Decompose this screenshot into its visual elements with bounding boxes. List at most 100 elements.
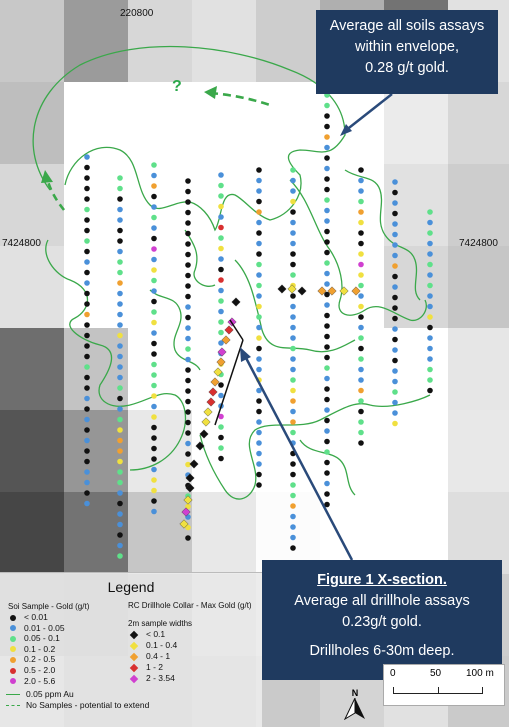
soil-sample-dot [290, 492, 296, 499]
soil-sample-dot [84, 248, 90, 255]
soil-sample-dot [84, 196, 90, 202]
soil-sample-dot [117, 238, 123, 244]
soil-sample-dot [324, 113, 330, 119]
scale-label-mid: 50 [430, 668, 442, 679]
soil-sample-dot [151, 183, 157, 189]
soil-sample-dot [290, 230, 296, 236]
soil-sample-dot [427, 219, 433, 226]
legend-item: No Samples - potential to extend [6, 700, 149, 711]
drillhole-collar [201, 417, 211, 427]
soil-sample-dot [324, 501, 330, 508]
soil-sample-dot [218, 455, 224, 462]
soil-sample-dot [324, 354, 330, 361]
legend-swatch-dot [10, 667, 16, 674]
soil-sample-dot [358, 345, 364, 352]
soil-sample-dot [151, 445, 157, 452]
figure-link[interactable]: Figure 1 X-section. [317, 572, 447, 588]
drillhole-collar [208, 387, 218, 397]
legend-item-label: 0.05 - 0.1 [24, 633, 60, 644]
soil-sample-dot [324, 291, 330, 298]
no-samples-arrowhead [41, 170, 53, 183]
soil-sample-dot [427, 314, 433, 320]
legend-swatch-dot [10, 635, 16, 642]
soil-sample-dot [256, 324, 262, 331]
soil-sample-dot [151, 235, 157, 242]
soil-sample-dot [117, 353, 123, 360]
soil-sample-dot [117, 248, 123, 255]
soil-sample-lines [84, 92, 433, 559]
soil-sample-dot [290, 356, 296, 362]
soil-sample-dot [117, 437, 123, 444]
drillhole-collar [339, 286, 349, 296]
soil-sample-dot [117, 532, 123, 538]
soil-sample-dot [256, 461, 262, 467]
soil-sample-dot [84, 301, 90, 307]
soil-sample-dot [218, 392, 224, 399]
drillhole-collar [217, 347, 227, 357]
soil-sample-dot [256, 429, 262, 436]
soil-sample-dot [392, 284, 398, 290]
soil-sample-dot [290, 335, 296, 341]
soil-sample-dot [392, 305, 398, 311]
soil-sample-dot [256, 240, 262, 247]
soil-sample-dot [151, 172, 157, 179]
soil-sample-dot [290, 387, 296, 394]
soil-sample-dot [324, 123, 330, 130]
soil-sample-dot [290, 324, 296, 331]
soil-sample-dot [358, 261, 364, 268]
soil-sample-dot [151, 340, 157, 347]
soil-sample-dot [290, 524, 296, 530]
soil-sample-dot [117, 206, 123, 213]
soil-sample-dot [256, 303, 262, 310]
soil-sample-dot [358, 377, 364, 383]
soil-sample-dot [256, 450, 262, 457]
soil-sample-dot [151, 330, 157, 336]
soil-sample-dot [290, 167, 296, 173]
soil-sample-dot [84, 206, 90, 213]
legend-item-label: 0.5 - 2.0 [24, 665, 56, 675]
soil-sample-dot [427, 282, 433, 289]
contour-line [184, 229, 216, 287]
soil-sample-dot [324, 302, 330, 308]
soil-sample-dot [256, 251, 262, 257]
soil-sample-dot [427, 324, 433, 331]
soil-sample-dot [427, 335, 433, 341]
soil-sample-dot [185, 503, 191, 510]
soil-sample-dot [290, 219, 296, 226]
soil-sample-dot [290, 293, 296, 299]
soil-sample-dot [358, 387, 364, 394]
soil-sample-dot [84, 217, 90, 223]
soil-sample-dot [185, 440, 191, 447]
soil-sample-dot [427, 293, 433, 299]
soil-sample-dot [324, 344, 330, 350]
soil-sample-dot [427, 387, 433, 394]
soil-sample-dot [358, 429, 364, 436]
legend-item: 0.2 - 0.5 [10, 654, 55, 665]
soil-sample-dot [324, 407, 330, 413]
callout-pointer [344, 93, 393, 132]
soil-sample-dot [185, 335, 191, 342]
soil-sample-dot [290, 398, 296, 404]
legend-item-label: No Samples - potential to extend [26, 700, 150, 710]
soil-sample-dot [151, 298, 157, 305]
callout-text: 0.23g/t gold. [342, 614, 422, 630]
soil-sample-dot [218, 203, 224, 210]
legend-item: < 0.1 [129, 629, 165, 640]
soil-sample-dot [256, 482, 262, 488]
soil-sample-dot [256, 345, 262, 352]
legend-item: 0.1 - 0.4 [129, 640, 177, 651]
soil-sample-dot [151, 424, 157, 431]
drillhole-collar [181, 507, 191, 517]
scale-label-start: 0 [390, 668, 396, 679]
soil-sample-dot [358, 440, 364, 446]
soil-sample-dot [185, 293, 191, 300]
soil-sample-dot [151, 204, 157, 210]
soil-sample-dot [256, 366, 262, 373]
soil-sample-dot [324, 312, 330, 319]
soil-sample-dot [392, 231, 398, 238]
soil-sample-dot [218, 298, 224, 304]
callout-pointer-head [240, 347, 251, 362]
soil-sample-dot [256, 398, 262, 404]
soil-sample-dot [117, 511, 123, 517]
